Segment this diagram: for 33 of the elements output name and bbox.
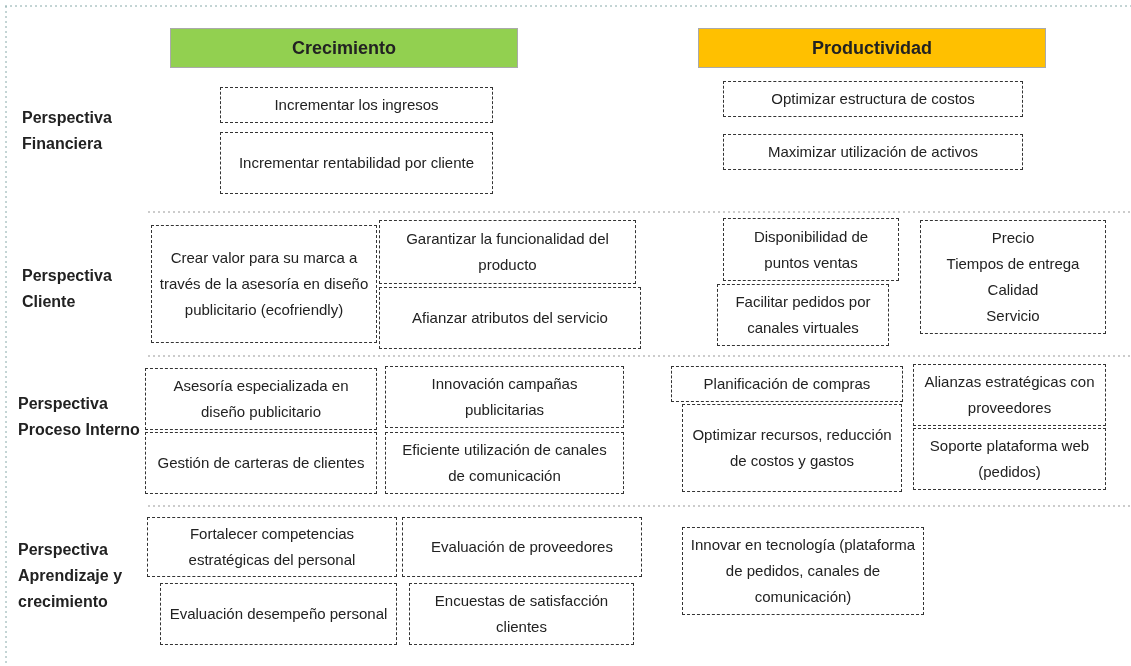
- objective-box: Incrementar rentabilidad por cliente: [220, 132, 493, 194]
- objective-box: Innovación campañas publicitarias: [385, 366, 624, 428]
- objective-box: Gestión de carteras de clientes: [145, 432, 377, 494]
- objective-box: Maximizar utilización de activos: [723, 134, 1023, 170]
- perspective-label: Perspectiva Proceso Interno: [18, 394, 141, 440]
- objective-box: Disponibilidad de puntos ventas: [723, 218, 899, 281]
- objective-box: [920, 220, 1106, 334]
- perspective-label: Perspectiva Cliente: [22, 266, 113, 312]
- list-item-text: Calidad: [987, 280, 1039, 300]
- column-header: Crecimiento: [170, 28, 518, 68]
- objective-box: Innovar en tecnología (plataforma de pedidos, canales de comunicación): [682, 527, 924, 615]
- objective-box: Fortalecer competencias estratégicas del personal: [147, 517, 397, 577]
- objective-box: Optimizar estructura de costos: [723, 81, 1023, 117]
- list-item-text: Servicio: [986, 306, 1040, 326]
- objective-box: Incrementar los ingresos: [220, 87, 493, 123]
- objective-box: Planificación de compras: [671, 366, 903, 402]
- objective-box: Eficiente utilización de canales de comunicación: [385, 432, 624, 494]
- list-item-text: Precio: [991, 228, 1035, 248]
- objective-box: Crear valor para su marca a través de la asesoría en diseño publicitario (ecofriendly): [151, 225, 377, 343]
- perspective-label: Perspectiva Aprendizaje y crecimiento: [18, 540, 124, 612]
- objective-box: Facilitar pedidos por canales virtuales: [717, 284, 889, 346]
- perspective-label: Perspectiva Financiera: [22, 108, 113, 154]
- list-item-text: Tiempos de entrega: [946, 254, 1080, 274]
- objective-box: Optimizar recursos, reducción de costos y gastos: [682, 404, 902, 492]
- objective-box: Garantizar la funcionalidad del producto: [379, 220, 636, 284]
- objective-box: Asesoría especializada en diseño publicitario: [145, 368, 377, 430]
- objective-box: Alianzas estratégicas con proveedores: [913, 364, 1106, 426]
- objective-box: Afianzar atributos del servicio: [379, 287, 641, 349]
- objective-box: Evaluación de proveedores: [402, 517, 642, 577]
- objective-box: Evaluación desempeño personal: [160, 583, 397, 645]
- objective-box: Encuestas de satisfacción clientes: [409, 583, 634, 645]
- objective-box: Soporte plataforma web (pedidos): [913, 428, 1106, 490]
- column-header: Productividad: [698, 28, 1046, 68]
